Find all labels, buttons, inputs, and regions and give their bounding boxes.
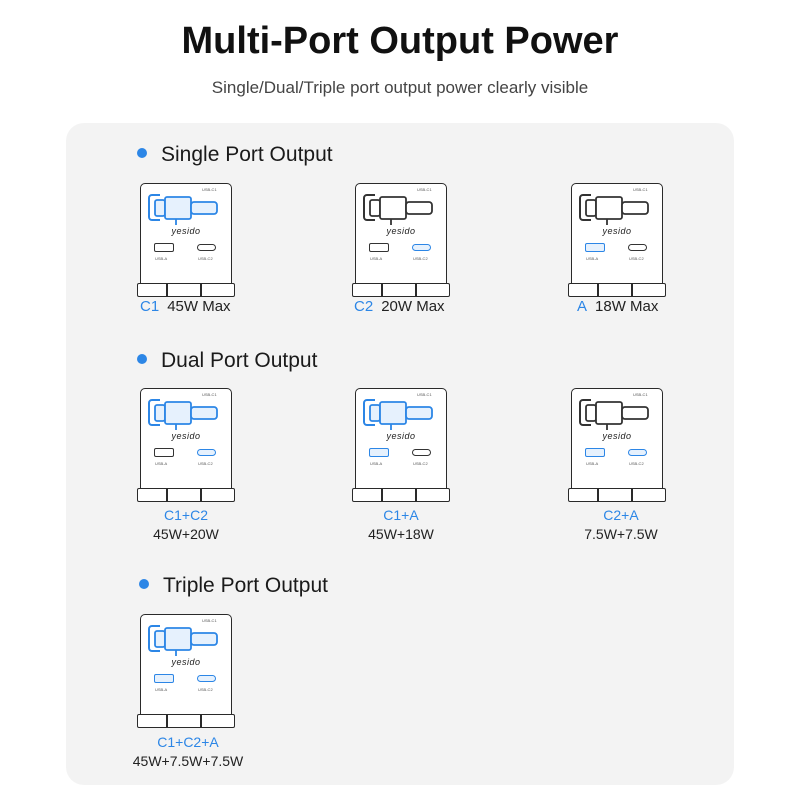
bullet-dot-icon bbox=[137, 354, 147, 364]
usb-c1-label: USB-C1 bbox=[633, 392, 648, 397]
usb-c1-cable-icon bbox=[363, 194, 433, 225]
brand-logo: yesido bbox=[602, 431, 632, 441]
usb-c2-label: USB-C2 bbox=[413, 256, 428, 261]
usb-a-label: USB-A bbox=[586, 256, 599, 261]
usb-a-label: USB-A bbox=[370, 461, 383, 466]
page-subtitle: Single/Dual/Triple port output power cle… bbox=[211, 78, 589, 97]
bullet-dot-icon bbox=[139, 579, 149, 589]
usb-c2-label: USB-C2 bbox=[198, 256, 213, 261]
usb-c1-label: USB-C1 bbox=[202, 187, 217, 192]
usb-a-label: USB-A bbox=[586, 461, 599, 466]
usb-c1-label: USB-C1 bbox=[417, 392, 432, 397]
usb-c1-cable-icon bbox=[148, 194, 218, 225]
brand-logo: yesido bbox=[171, 657, 201, 667]
usb-c2-label: USB-C2 bbox=[629, 256, 644, 261]
brand-logo: yesido bbox=[386, 226, 416, 236]
bullet-dot-icon bbox=[137, 148, 147, 158]
usb-c1-label: USB-C1 bbox=[633, 187, 648, 192]
usb-c2-port-icon bbox=[412, 449, 431, 456]
usb-c2-port-icon bbox=[628, 244, 647, 251]
usb-c2-label: USB-C2 bbox=[629, 461, 644, 466]
usb-c1-cable-icon bbox=[363, 399, 433, 430]
usb-a-label: USB-A bbox=[370, 256, 383, 261]
page-title: Multi-Port Output Power bbox=[181, 20, 619, 62]
triple-port-heading: Triple Port Output bbox=[139, 574, 328, 598]
usb-a-port-icon bbox=[585, 243, 605, 252]
single-port-heading: Single Port Output bbox=[137, 143, 333, 167]
usb-a-port-icon bbox=[154, 448, 174, 457]
usb-c1-cable-icon bbox=[579, 194, 649, 225]
brand-logo: yesido bbox=[171, 226, 201, 236]
usb-c1-label: USB-C1 bbox=[417, 187, 432, 192]
usb-c2-port-icon bbox=[197, 675, 216, 682]
brand-logo: yesido bbox=[386, 431, 416, 441]
usb-a-port-icon bbox=[154, 243, 174, 252]
usb-c2-label: USB-C2 bbox=[198, 687, 213, 692]
usb-c1-cable-icon bbox=[579, 399, 649, 430]
usb-c1-cable-icon bbox=[148, 625, 218, 656]
usb-a-label: USB-A bbox=[155, 461, 168, 466]
dual-port-heading: Dual Port Output bbox=[137, 349, 317, 373]
usb-a-port-icon bbox=[585, 448, 605, 457]
brand-logo: yesido bbox=[171, 431, 201, 441]
usb-c2-port-icon bbox=[197, 244, 216, 251]
usb-c2-label: USB-C2 bbox=[413, 461, 428, 466]
usb-c1-label: USB-C1 bbox=[202, 618, 217, 623]
usb-c2-port-icon bbox=[628, 449, 647, 456]
usb-c2-label: USB-C2 bbox=[198, 461, 213, 466]
usb-a-label: USB-A bbox=[155, 256, 168, 261]
usb-c2-port-icon bbox=[412, 244, 431, 251]
usb-a-port-icon bbox=[369, 243, 389, 252]
usb-c1-cable-icon bbox=[148, 399, 218, 430]
usb-c2-port-icon bbox=[197, 449, 216, 456]
brand-logo: yesido bbox=[602, 226, 632, 236]
usb-c1-label: USB-C1 bbox=[202, 392, 217, 397]
usb-a-port-icon bbox=[154, 674, 174, 683]
usb-a-label: USB-A bbox=[155, 687, 168, 692]
usb-a-port-icon bbox=[369, 448, 389, 457]
